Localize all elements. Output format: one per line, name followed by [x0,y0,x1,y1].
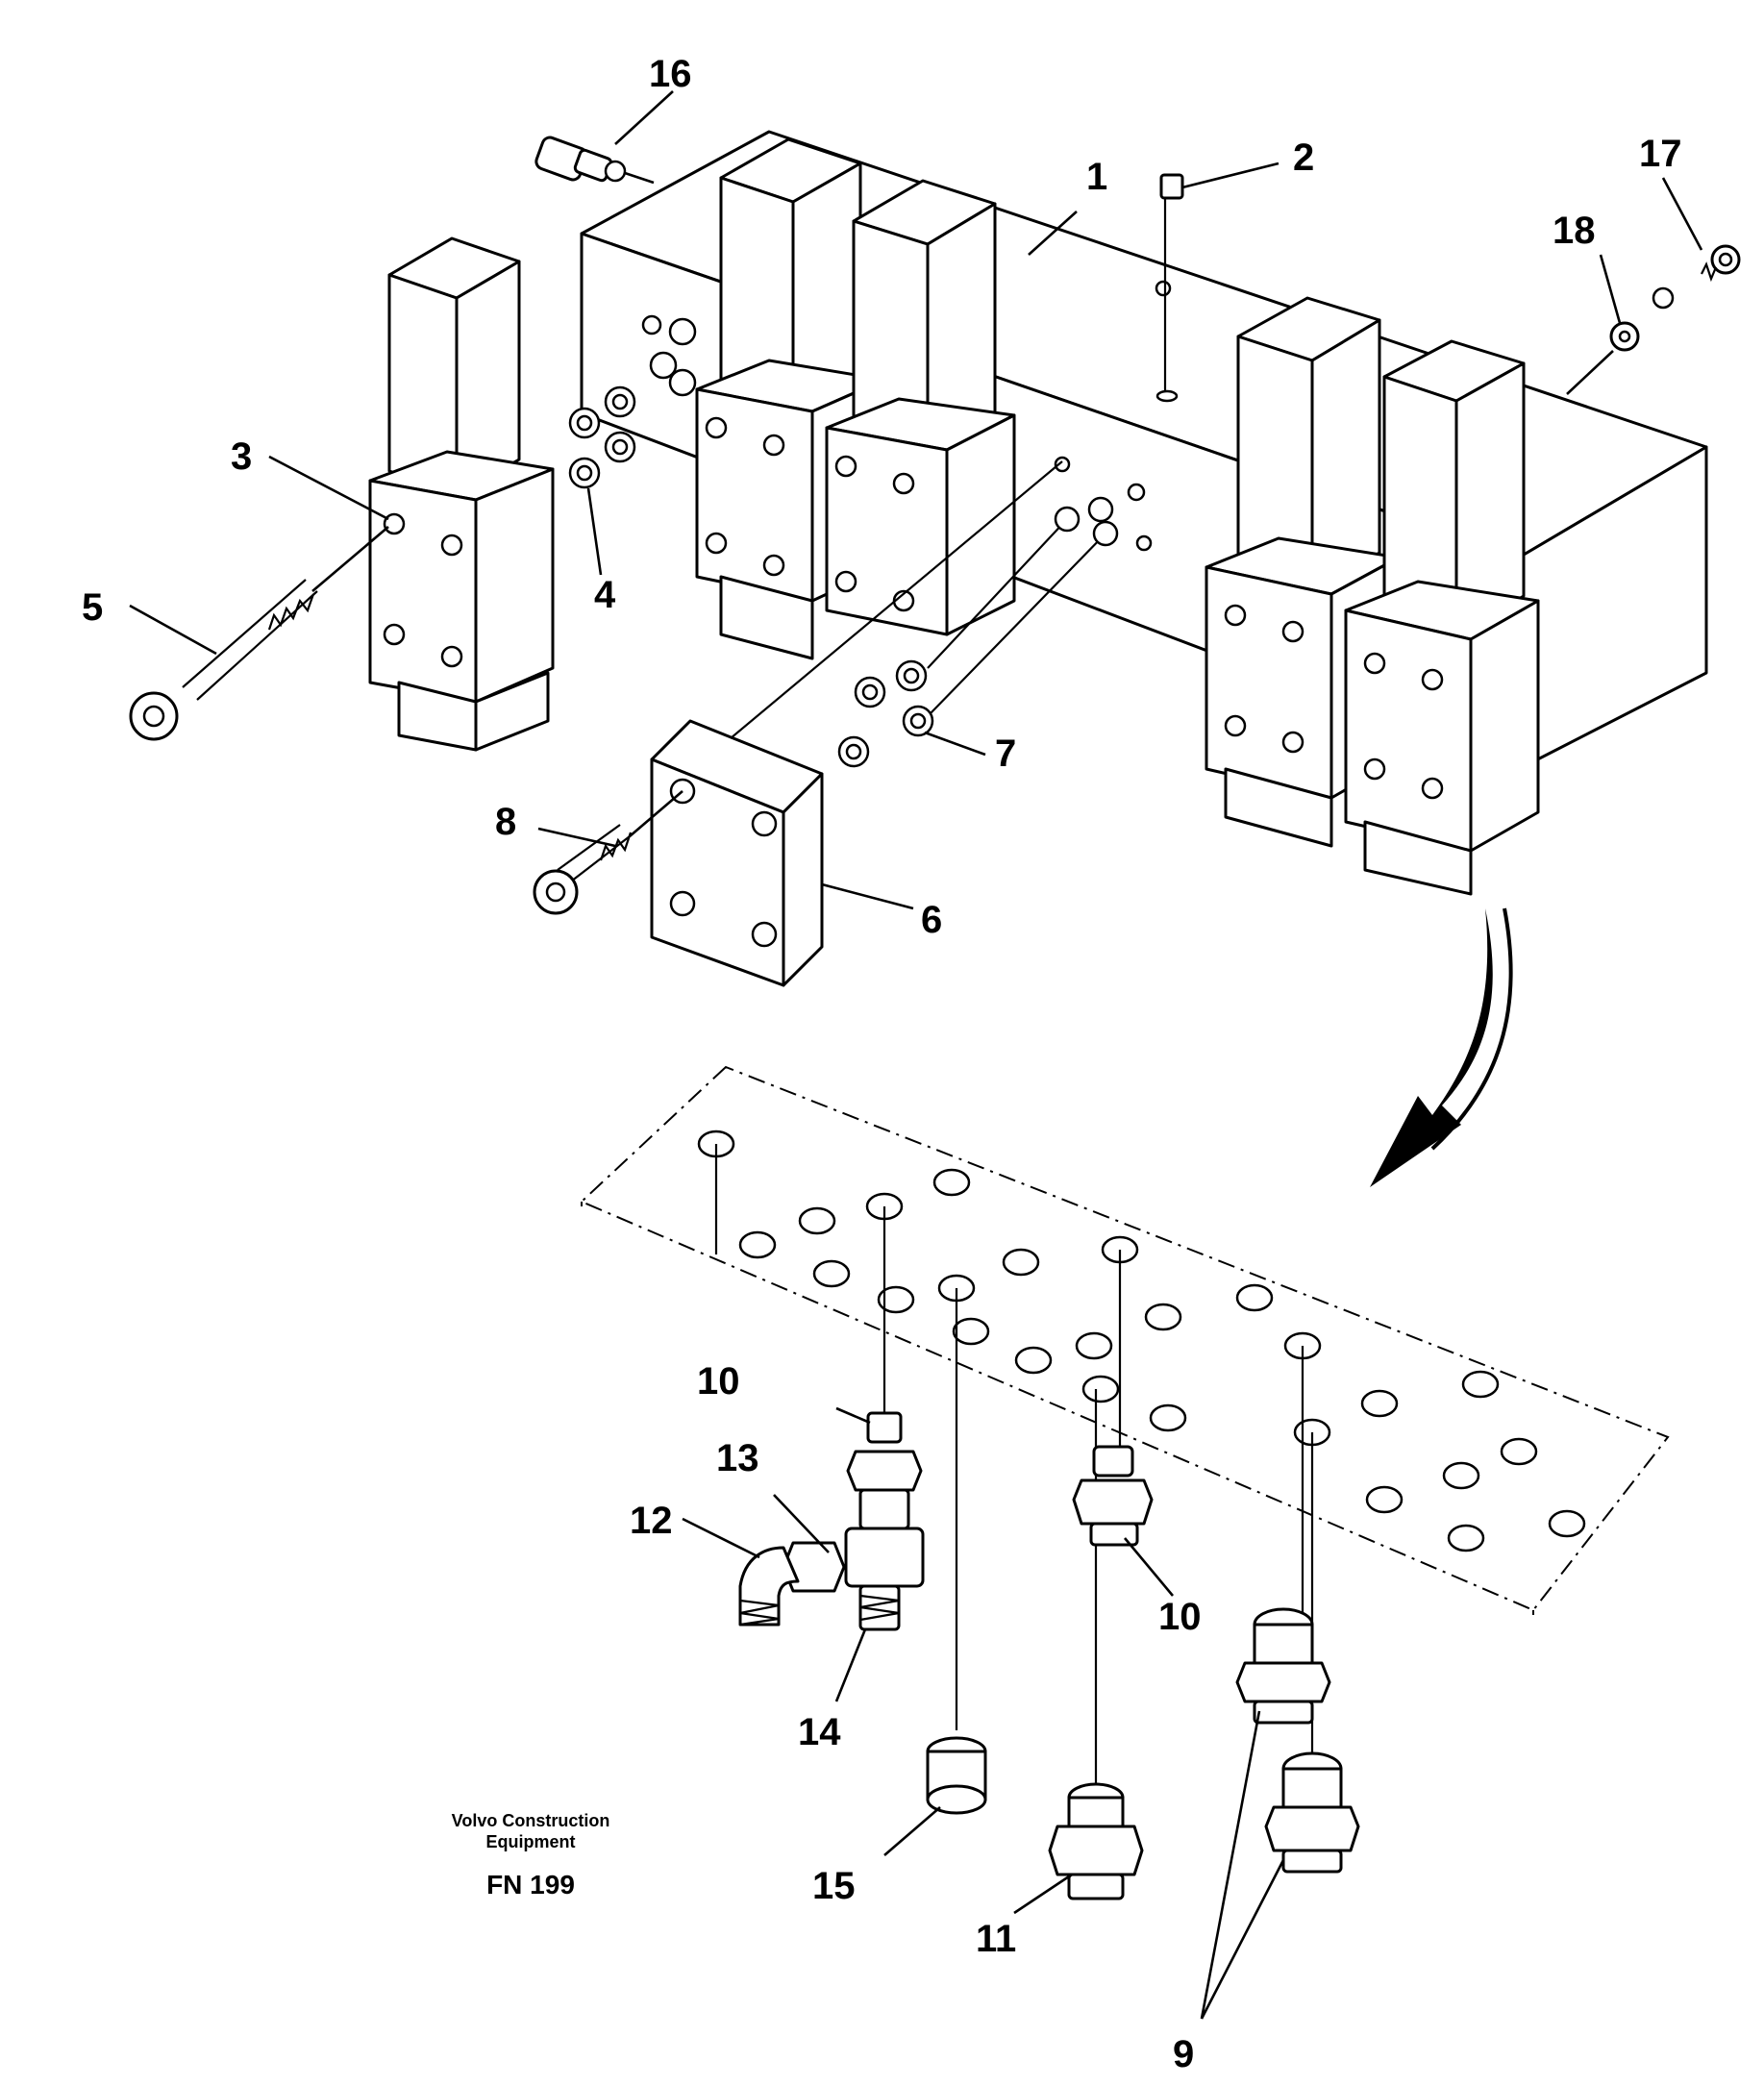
callout-5: 5 [82,586,103,629]
adapter-10-left [846,1411,923,1530]
callout-7: 7 [995,733,1016,775]
callout-15: 15 [812,1865,856,1907]
drawing-code: FN 199 [486,1870,575,1900]
callout-6: 6 [921,899,942,941]
plug-2 [1155,173,1184,403]
plug-15 [926,1736,987,1815]
adapter-9-upper [1235,1607,1331,1725]
block-underside-phantom [580,1065,1670,1615]
callout-13: 13 [716,1437,759,1479]
screw-short [533,790,683,915]
callout-leaders [129,90,1703,2020]
adapter-11 [1048,1782,1144,1900]
callout-8: 8 [495,801,516,843]
callout-2: 2 [1293,137,1314,179]
screw-long [129,526,389,741]
callout-14: 14 [798,1711,841,1753]
brand-line-1: Volvo Construction [452,1811,610,1830]
callout-18: 18 [1553,210,1596,252]
elbow-12 [738,1546,800,1627]
o-rings-7 [730,460,1119,768]
solenoid-valve-left [368,236,555,752]
o-rings-4 [568,385,636,489]
adapter-9-lower [1264,1751,1360,1874]
footer-block: Volvo Construction Equipment FN 199 [452,1811,610,1900]
solenoid-valve-3 [825,179,1016,636]
callout-12: 12 [630,1500,673,1542]
solenoid-valve-5 [1344,339,1540,896]
tee-fitting-13-14 [782,1527,925,1631]
callout-10-right: 10 [1158,1596,1202,1638]
view-rotation-arrow [1370,907,1513,1187]
cover-plate [650,719,824,987]
callout-11: 11 [976,1918,1016,1960]
callout-9: 9 [1173,2033,1194,2075]
callout-16: 16 [649,53,692,95]
callout-labels: 1 2 3 4 5 6 7 8 9 10 10 11 12 13 14 15 1… [82,53,1682,2075]
callout-1: 1 [1086,156,1107,198]
fitting-17-18 [1566,244,1741,395]
callout-3: 3 [231,435,252,478]
callout-4: 4 [594,574,616,616]
fitting-16 [534,136,655,185]
adapter-10-right [1072,1445,1154,1547]
brand-line-2: Equipment [486,1832,576,1851]
callout-17: 17 [1639,133,1682,175]
assembly-lines [714,1144,1314,1788]
callout-10-left: 10 [697,1360,740,1403]
block-ports [641,280,1172,552]
